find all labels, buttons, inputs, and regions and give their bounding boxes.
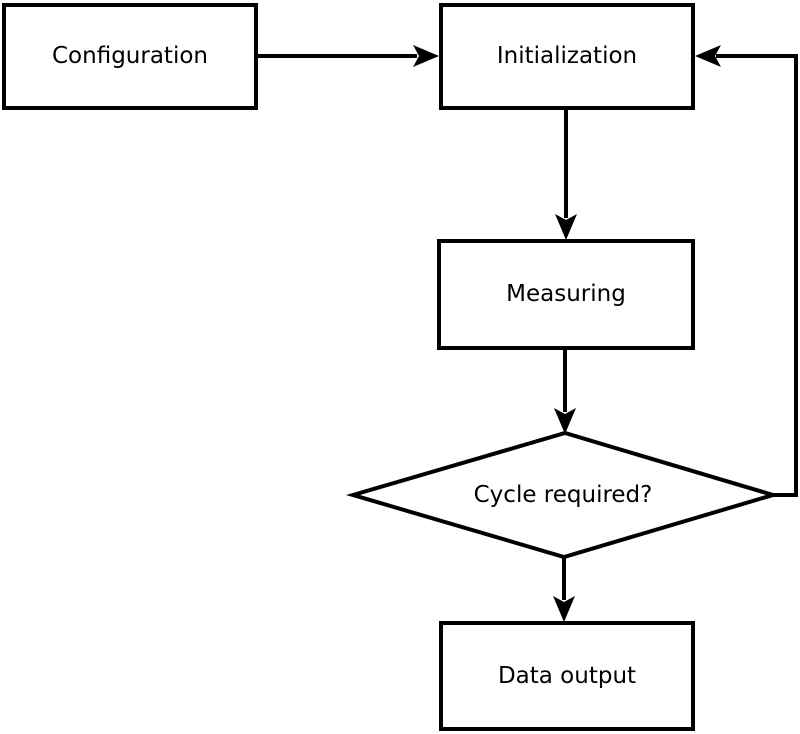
edge-measuring-to-cycle-required — [554, 348, 576, 434]
edge-cycle-required-to-data-output — [553, 555, 575, 622]
node-configuration: Configuration — [2, 3, 258, 110]
edge-configuration-to-initialization — [256, 45, 439, 67]
arrowhead-down-icon — [555, 214, 577, 240]
arrowhead-down-icon — [553, 596, 575, 622]
edge-line — [716, 54, 798, 497]
node-data-output-label: Data output — [497, 662, 637, 689]
node-measuring-label: Measuring — [506, 281, 626, 307]
node-initialization-label: Initialization — [496, 43, 638, 69]
node-measuring: Measuring — [437, 239, 695, 350]
arrowhead-down-icon — [554, 408, 576, 434]
arrowhead-right-icon — [413, 45, 439, 67]
node-initialization: Initialization — [439, 3, 695, 110]
node-data-output: Data output — [439, 621, 695, 731]
node-cycle-required-label: Cycle required? — [473, 481, 653, 508]
arrowhead-left-icon — [695, 45, 721, 67]
edge-initialization-to-measuring — [555, 108, 577, 240]
node-configuration-label: Configuration — [52, 43, 208, 69]
node-cycle-required: Cycle required? — [353, 433, 773, 557]
edge-cycle-required-to-initialization-loop — [695, 45, 798, 497]
